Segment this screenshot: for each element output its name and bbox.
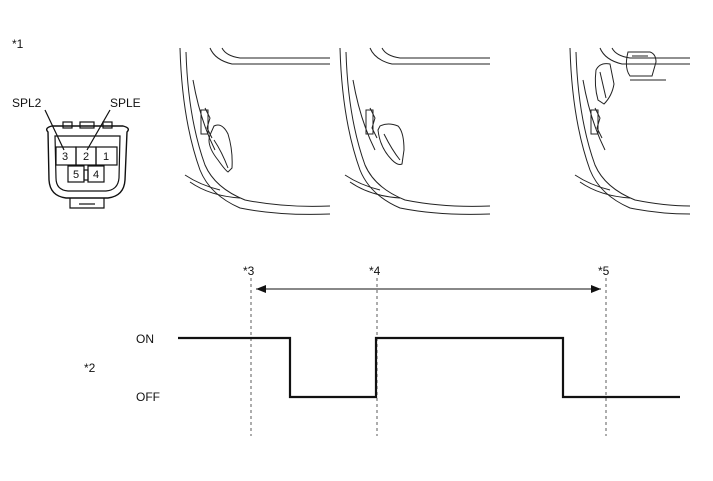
pin-3: 3: [62, 151, 68, 163]
callout-2: *2: [84, 361, 96, 375]
connector-label-spl2: SPL2: [12, 96, 42, 110]
timing-diagram: [178, 278, 680, 436]
timing-off-label: OFF: [136, 390, 160, 404]
vehicle-view-1: [179, 47, 331, 215]
callout-5: *5: [598, 264, 610, 278]
connector-drawing: [44, 109, 130, 209]
callout-4: *4: [369, 264, 381, 278]
callout-3: *3: [243, 264, 255, 278]
pin-1: 1: [103, 151, 109, 163]
vehicle-view-2: [339, 47, 491, 215]
timing-on-label: ON: [136, 332, 154, 346]
span-arrow-left-head: [256, 285, 266, 293]
pin-2: 2: [83, 151, 89, 163]
callout-1: *1: [12, 37, 24, 51]
pin-4: 4: [93, 169, 99, 181]
connector-label-sple: SPLE: [110, 96, 141, 110]
pin-5: 5: [73, 169, 79, 181]
span-arrow-right-head: [591, 285, 601, 293]
connector-pins: 3 2 1 5 4: [62, 151, 109, 181]
vehicle-view-3: [569, 47, 691, 215]
signal-waveform: [178, 336, 680, 399]
